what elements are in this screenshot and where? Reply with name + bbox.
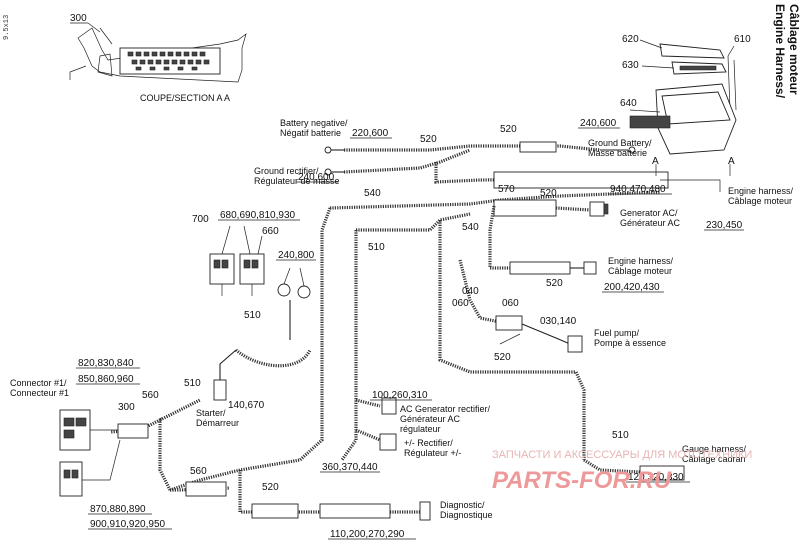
callout-700: 700 [192, 214, 209, 225]
label-fuel-pump-2: Pompe à essence [594, 338, 666, 348]
doc-code: 9.5x13 [3, 15, 11, 40]
watermark-line-2: PARTS-FOR.RU [492, 467, 672, 494]
label-rectifier-1: +/- Rectifier/ [404, 438, 453, 448]
label-engine-harness-right-1: Engine harness/ [728, 186, 794, 196]
label-starter-1: Starter/ [196, 408, 226, 418]
callout-660: 660 [262, 226, 279, 237]
top-right-connectors [629, 43, 737, 155]
callout-850-860-960: 850,860,960 [78, 374, 134, 385]
connector-pins [127, 51, 210, 71]
callout-300-mid: 300 [118, 402, 135, 413]
callout-820-830-840: 820,830,840 [78, 358, 134, 369]
callout-540-b: 540 [462, 222, 479, 233]
label-gauge-harness-1: Gauge harness/ [682, 444, 747, 454]
callout-520-b: 520 [500, 124, 517, 135]
connector-1 [59, 409, 121, 497]
callout-570: 570 [498, 184, 515, 195]
callout-240-800: 240,800 [278, 250, 315, 261]
label-generator-ac-1: Generator AC/ [620, 208, 678, 218]
page-subtitle: Câblage moteur [787, 4, 800, 95]
label-diagnostic-2: Diagnostique [440, 510, 493, 520]
callout-520-e: 520 [494, 352, 511, 363]
label-ac-gen-rect-2: Générateur AC [400, 414, 461, 424]
callout-540-a: 540 [364, 188, 381, 199]
section-mark-a-2: A [728, 156, 735, 167]
label-diagnostic-1: Diagnostic/ [440, 500, 485, 510]
connector-240-800 [277, 267, 311, 340]
label-generator-ac-2: Générateur AC [620, 218, 681, 228]
label-gauge-harness-2: Câblage cadran [682, 454, 746, 464]
callout-560-b: 560 [190, 466, 207, 477]
callout-630: 630 [622, 60, 639, 71]
callout-040: 040 [462, 286, 479, 297]
callout-900-910-920-950: 900,910,920,950 [90, 519, 166, 530]
label-engine-harness-mid-2: Câblage moteur [608, 266, 672, 276]
callout-640: 640 [620, 98, 637, 109]
callout-510-c: 510 [184, 378, 201, 389]
label-engine-harness-mid-1: Engine harness/ [608, 256, 674, 266]
label-battery-negative-1: Battery negative/ [280, 118, 348, 128]
callout-520-c: 520 [540, 188, 557, 199]
callout-510-d: 510 [612, 430, 629, 441]
callout-680-690-810-930: 680,690,810,930 [220, 210, 296, 221]
relay-connectors [209, 225, 265, 296]
label-engine-harness-right-2: Câblage moteur [728, 196, 792, 206]
callout-870-880-890: 870,880,890 [90, 504, 146, 515]
label-battery-negative-2: Négatif batterie [280, 128, 341, 138]
callout-620: 620 [622, 34, 639, 45]
section-mark-a-1: A [652, 156, 659, 167]
callout-110-200-270-290: 110,200,270,290 [330, 529, 405, 540]
label-ac-gen-rect-3: régulateur [400, 424, 441, 434]
callout-510-a: 510 [368, 242, 385, 253]
callout-100-260-310: 100,260,310 [372, 390, 428, 401]
label-starter-2: Démarreur [196, 418, 239, 428]
callout-060-b: 060 [502, 298, 519, 309]
callout-060-a: 060 [452, 298, 469, 309]
callout-510-b: 510 [244, 310, 261, 321]
label-ground-battery-1: Ground Battery/ [588, 138, 652, 148]
callout-360-370-440: 360,370,440 [322, 462, 378, 473]
label-ac-gen-rect-1: AC Generator rectifier/ [400, 404, 491, 414]
callout-200-420-430: 200,420,430 [604, 282, 660, 293]
label-fuel-pump-1: Fuel pump/ [594, 328, 640, 338]
callout-230-450: 230,450 [706, 220, 743, 231]
page-title: Engine Harness/ [773, 4, 787, 99]
callout-140-670: 140,670 [228, 400, 265, 411]
section-label: COUPE/SECTION A A [140, 93, 230, 103]
callout-610: 610 [734, 34, 751, 45]
label-rectifier-2: Régulateur +/- [404, 448, 461, 458]
label-connector-1-1: Connector #1/ [10, 378, 67, 388]
callout-240-600-b: 240,600 [298, 172, 335, 183]
watermark-line-1: ЗАПЧАСТИ И АКСЕССУАРЫ ДЛЯ МОТОТЕХНИКИ [492, 449, 752, 461]
label-ground-rectifier-2: Régulateur de masse [254, 176, 340, 186]
loop-510 [234, 348, 312, 368]
callout-520-d: 520 [546, 278, 563, 289]
section-view [69, 27, 247, 83]
callout-300-top: 300 [70, 13, 87, 24]
label-ground-rectifier-1: Ground rectifier/ [254, 166, 319, 176]
callout-030-140: 030,140 [540, 316, 577, 327]
main-harness [109, 141, 731, 521]
callout-220-600: 220,600 [352, 128, 389, 139]
callout-120-320-330: 120,320,330 [628, 472, 684, 483]
label-connector-1-2: Connecteur #1 [10, 388, 69, 398]
label-ground-battery-2: Masse batterie [588, 148, 647, 158]
callout-940-470-480: 940,470,480 [610, 184, 666, 195]
callout-240-600-a: 240,600 [580, 118, 617, 129]
callout-520-f: 520 [262, 482, 279, 493]
callout-520-a: 520 [420, 134, 437, 145]
callout-560-a: 560 [142, 390, 159, 401]
